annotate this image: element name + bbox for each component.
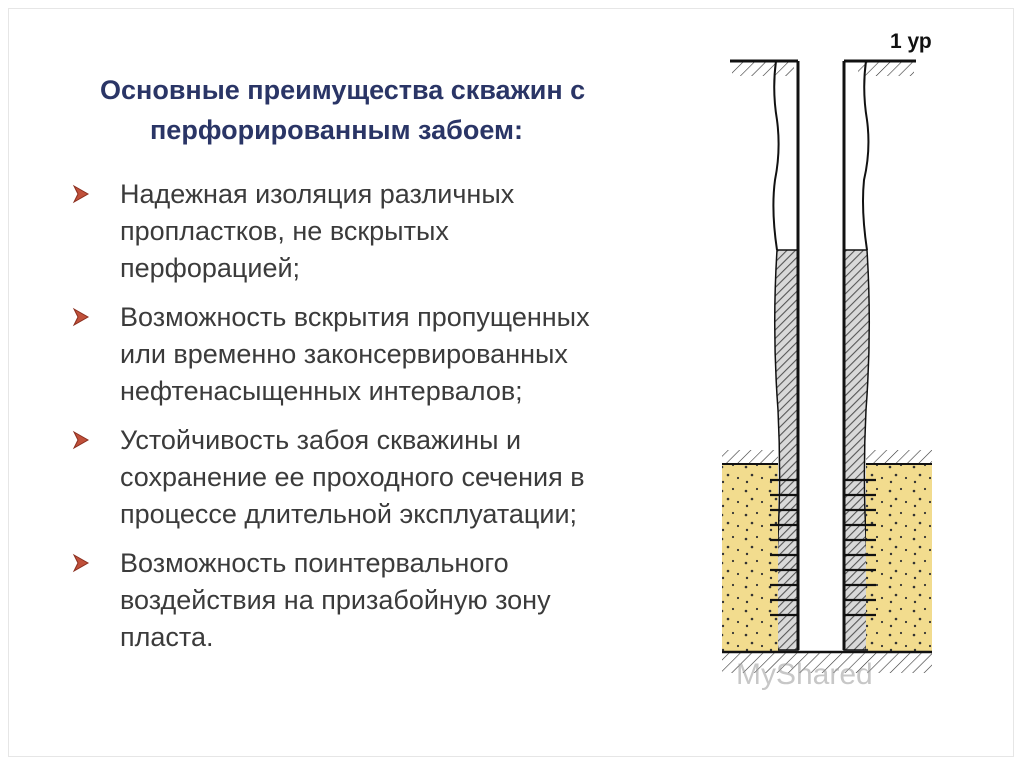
list-item: Надежная изоляция различных пропластков,… bbox=[70, 176, 690, 287]
perforation-channels-left bbox=[770, 478, 798, 617]
productive-formation-left bbox=[722, 465, 778, 651]
underlying-ground bbox=[722, 653, 932, 673]
slide-frame bbox=[8, 8, 1014, 757]
slide-title: Основные преимущества скважин с перфорир… bbox=[100, 70, 700, 150]
arrowhead-bullet-icon bbox=[72, 307, 90, 327]
slide-title-line-2: перфорированным забоем: bbox=[150, 115, 523, 145]
overburden-band-left bbox=[722, 450, 778, 464]
productive-formation-right bbox=[866, 465, 932, 651]
list-item: Возможность поинтервального воздействия … bbox=[70, 545, 690, 656]
level-label: 1 ур bbox=[890, 30, 932, 53]
borehole-wall-right-upper bbox=[862, 60, 870, 251]
surface-ground-left bbox=[732, 62, 794, 76]
list-item-text: Возможность вскрытия пропущенных или вре… bbox=[120, 302, 590, 406]
arrowhead-bullet-icon bbox=[72, 184, 90, 204]
cement-ring-left bbox=[773, 249, 799, 651]
list-item-text: Устойчивость забоя скважины и сохранение… bbox=[120, 425, 585, 529]
list-item: Устойчивость забоя скважины и сохранение… bbox=[70, 422, 690, 533]
list-item: Возможность вскрытия пропущенных или вре… bbox=[70, 299, 690, 410]
slide-title-line-1: Основные преимущества скважин с bbox=[100, 75, 586, 105]
overburden-band-right bbox=[866, 450, 932, 464]
well-cross-section-diagram bbox=[722, 59, 932, 673]
surface-ground-right bbox=[858, 62, 914, 76]
perforation-channels-right bbox=[844, 478, 876, 617]
cement-ring-right bbox=[843, 249, 871, 651]
borehole-wall-left-upper bbox=[772, 60, 780, 251]
list-item-text: Возможность поинтервального воздействия … bbox=[120, 548, 551, 652]
arrowhead-bullet-icon bbox=[72, 553, 90, 573]
watermark: MyShared bbox=[736, 658, 873, 691]
arrowhead-bullet-icon bbox=[72, 430, 90, 450]
advantages-list: Надежная изоляция различных пропластков,… bbox=[70, 176, 690, 668]
list-item-text: Надежная изоляция различных пропластков,… bbox=[120, 179, 515, 283]
